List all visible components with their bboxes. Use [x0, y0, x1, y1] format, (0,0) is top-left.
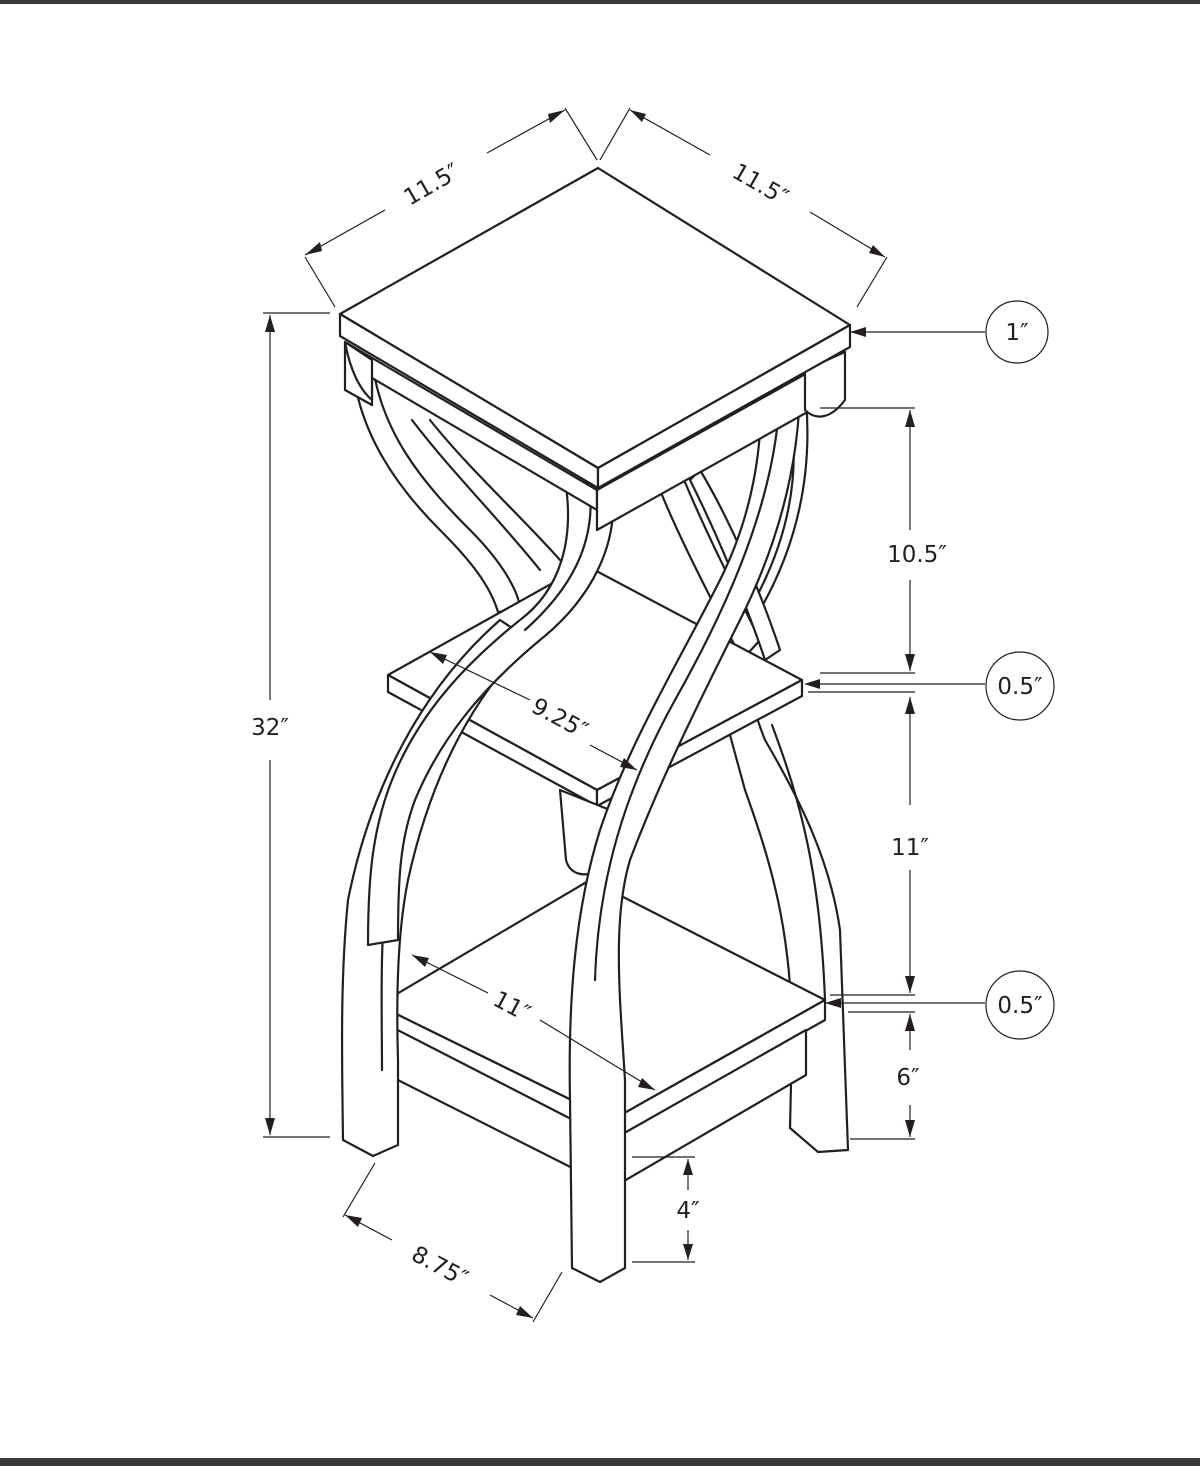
- label-top-width-left: 11.5″: [400, 159, 465, 212]
- label-apron-height: 4″: [676, 1198, 700, 1224]
- bottom-frame-bar: [0, 1458, 1200, 1466]
- top-frame-bar: [0, 0, 1200, 4]
- label-bottom-shelf-height: 6″: [896, 1065, 920, 1091]
- back-left-leg: [350, 358, 562, 614]
- dimension-lines: [263, 107, 1055, 1323]
- table-drawing: [338, 166, 852, 1284]
- label-top-thickness: 1″: [1005, 320, 1029, 346]
- label-base-width: 8.75″: [407, 1241, 472, 1292]
- label-lower-gap: 11″: [891, 835, 929, 861]
- table-top: [338, 166, 852, 490]
- front-right-leg: [568, 373, 802, 1284]
- top-apron: [343, 340, 847, 532]
- label-total-height: 32″: [251, 715, 289, 741]
- label-middle-shelf-thickness: 0.5″: [997, 674, 1043, 700]
- label-bottom-shelf-thickness: 0.5″: [997, 993, 1043, 1019]
- front-center-leg: [366, 478, 615, 947]
- label-top-width-right: 11.5″: [728, 159, 793, 212]
- label-upper-gap: 10.5″: [887, 542, 947, 568]
